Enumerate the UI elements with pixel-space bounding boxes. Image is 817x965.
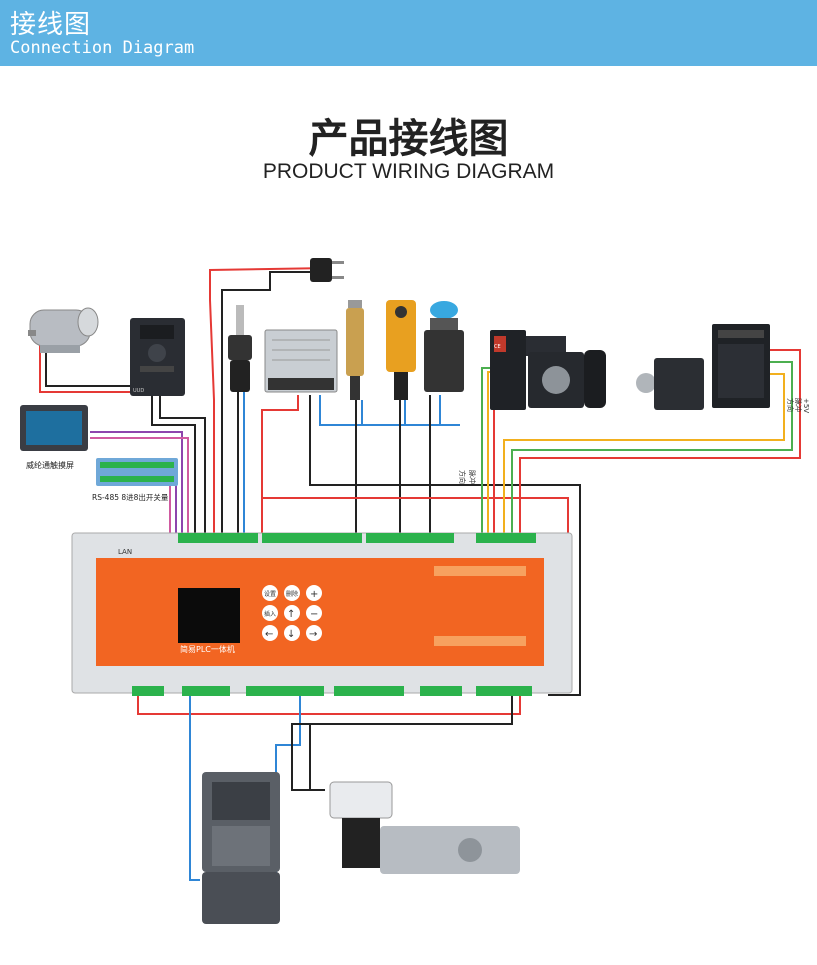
driver-wire-label-5v: +5V: [802, 398, 810, 413]
header-banner: 接线图 Connection Diagram: [0, 0, 817, 66]
wires: [39, 267, 801, 881]
key-down: ↓: [287, 629, 295, 640]
power-plug: [310, 258, 344, 282]
stepper-motor: [636, 358, 704, 410]
key-up: ↑: [287, 609, 295, 620]
touchscreen: 威纶通触摸屏: [20, 405, 88, 470]
plc-keypad: 设置 删除 + 插入 − ← ↑ → ↓: [262, 585, 322, 641]
banner-title-cn: 接线图: [10, 10, 92, 40]
driver-wire-label-direction: 方向: [786, 398, 795, 412]
key-minus: −: [310, 609, 318, 620]
ac-contactor: [202, 772, 280, 924]
plc-unit: LAN 简易PLC一体机: [71, 532, 573, 696]
plc-brand-text: 简易PLC一体机: [180, 644, 235, 654]
proximity-sensor: [346, 300, 364, 400]
solenoid-valve: [329, 781, 520, 874]
vfd-brand: UUD: [133, 388, 144, 394]
touchscreen-label: 威纶通触摸屏: [26, 460, 74, 470]
switching-power-supply: [264, 329, 338, 393]
wire-label-direction: 方向: [458, 470, 467, 484]
servo-driver-brand: CE: [494, 344, 501, 350]
key-left: ←: [265, 629, 273, 640]
page-title-cn: 产品接线图: [308, 116, 509, 162]
driver-wire-label-pulse: 脉冲: [794, 398, 803, 412]
key-right: →: [309, 629, 317, 640]
lan-label: LAN: [118, 548, 132, 556]
io-board: RS-485 8进8出开关量: [92, 458, 178, 502]
wire-label-pulse: 脉冲: [468, 470, 477, 484]
key-plus: +: [310, 589, 318, 600]
key-delete: 删除: [286, 590, 298, 598]
rotary-encoder: [228, 305, 252, 392]
push-button: [424, 301, 464, 392]
stepper-driver: [712, 324, 770, 408]
ac-motor: [28, 307, 99, 353]
servo-driver: CE: [490, 330, 566, 410]
io-board-label: RS-485 8进8出开关量: [92, 492, 169, 502]
key-insert: 插入: [264, 610, 276, 618]
servo-motor: [528, 350, 606, 408]
page-title-en: PRODUCT WIRING DIAGRAM: [262, 160, 555, 183]
banner-title-en: Connection Diagram: [10, 38, 195, 58]
key-set: 设置: [264, 590, 276, 598]
frequency-inverter: UUD: [130, 318, 185, 396]
photoelectric-sensor: [386, 300, 416, 400]
